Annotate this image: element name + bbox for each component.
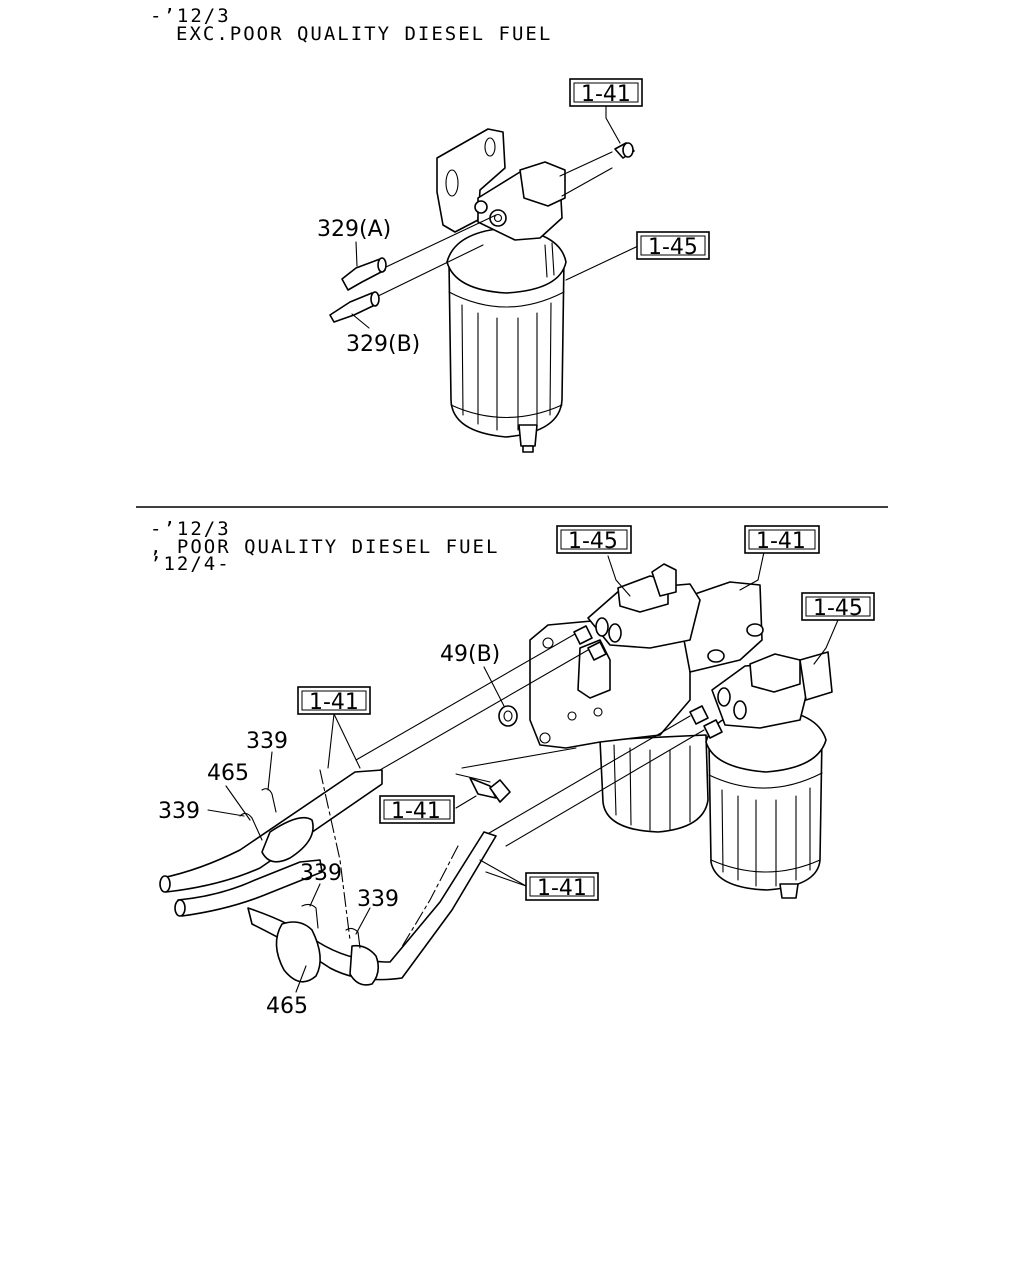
label-339-c: 339 xyxy=(300,861,342,886)
upper-ref-1-41: 1-41 xyxy=(581,82,631,107)
lower-header-date: -’12/3 xyxy=(150,518,231,540)
lower-ref-1-41-hose: 1-41 xyxy=(309,690,359,715)
upper-header-condition: EXC.POOR QUALITY DIESEL FUEL xyxy=(176,23,553,45)
lower-dual-filter-assembly xyxy=(159,551,839,993)
label-339-d: 339 xyxy=(357,887,399,912)
upper-ref-1-45: 1-45 xyxy=(648,235,698,260)
label-49b: 49(B) xyxy=(440,642,500,667)
label-339-a: 339 xyxy=(246,729,288,754)
label-329a: 329(A) xyxy=(317,217,391,242)
upper-fuel-filter-assembly xyxy=(329,104,637,453)
lower-ref-1-41-top: 1-41 xyxy=(756,529,806,554)
label-465-a: 465 xyxy=(207,761,249,786)
upper-header-date: -’12/3 xyxy=(150,5,231,27)
lower-ref-1-45-right: 1-45 xyxy=(813,596,863,621)
lower-header-date-from: ’12/4- xyxy=(150,553,231,575)
label-339-b: 339 xyxy=(158,799,200,824)
lower-ref-1-45-left: 1-45 xyxy=(568,529,618,554)
lower-header-condition: , POOR QUALITY DIESEL FUEL xyxy=(150,536,500,558)
lower-ref-1-41-line: 1-41 xyxy=(537,876,587,901)
lower-ref-1-41-bolt: 1-41 xyxy=(391,799,441,824)
label-465-b: 465 xyxy=(266,994,308,1019)
label-329b: 329(B) xyxy=(346,332,420,357)
